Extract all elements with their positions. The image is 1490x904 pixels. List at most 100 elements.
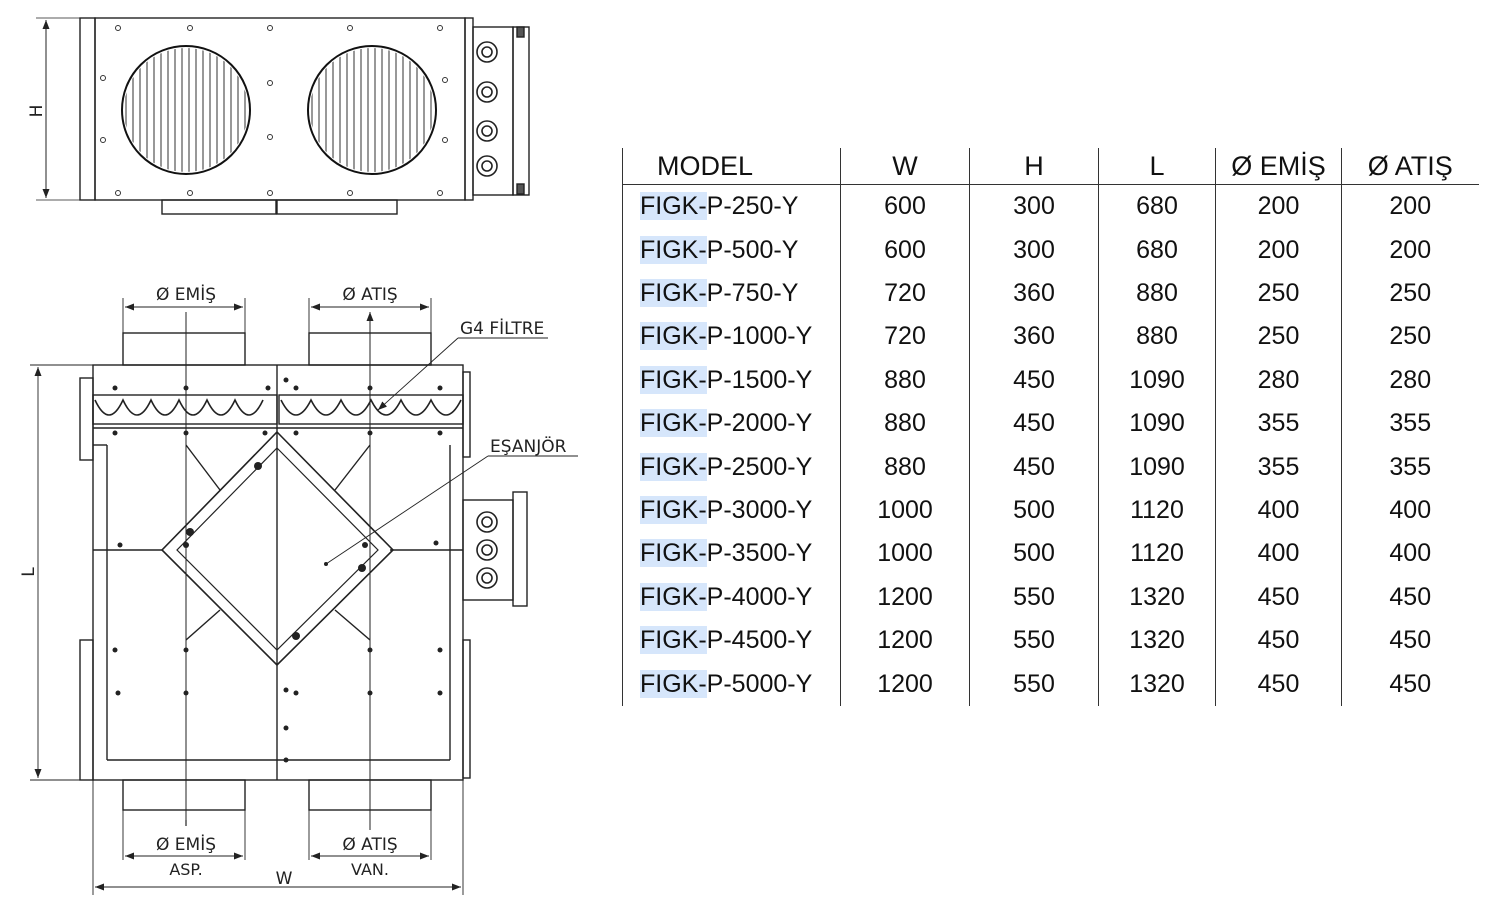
model-prefix: FIGK- xyxy=(640,192,707,221)
atis-cell: 450 xyxy=(1341,662,1479,706)
emis-cell: 450 xyxy=(1215,619,1342,663)
height-cell: 550 xyxy=(969,575,1099,620)
width-cell: 880 xyxy=(840,358,970,403)
exchanger-label: EŞANJÖR xyxy=(490,435,567,457)
length-dim xyxy=(30,364,93,781)
model-prefix: FIGK- xyxy=(640,496,707,525)
model-cell: FIGK-P-2500-Y xyxy=(622,445,841,489)
emis-cell: 355 xyxy=(1215,402,1342,446)
width-cell: 1200 xyxy=(840,575,970,620)
width-dim xyxy=(92,780,464,895)
height-cell: 450 xyxy=(969,358,1099,403)
length-cell: 1320 xyxy=(1098,662,1216,706)
fan-grille-left xyxy=(121,45,251,175)
airflow-arrows xyxy=(185,312,374,830)
emis-cell: 250 xyxy=(1215,315,1342,359)
emis-cell: 450 xyxy=(1215,662,1342,706)
model-cell: FIGK-P-500-Y xyxy=(622,228,841,272)
model-suffix: P-4500-Y xyxy=(706,626,813,655)
emis-cell: 250 xyxy=(1215,271,1342,316)
model-prefix: FIGK- xyxy=(640,626,707,655)
leader-lines xyxy=(325,337,578,565)
height-cell: 450 xyxy=(969,445,1099,489)
height-cell: 550 xyxy=(969,619,1099,663)
model-suffix: P-750-Y xyxy=(706,279,799,308)
model-suffix: P-1000-Y xyxy=(706,322,813,351)
height-cell: 360 xyxy=(969,315,1099,359)
model-prefix: FIGK- xyxy=(640,669,707,698)
technical-drawing: H xyxy=(19,17,578,895)
height-cell: 360 xyxy=(969,271,1099,316)
header-h: H xyxy=(969,148,1099,185)
header-l: L xyxy=(1098,148,1216,185)
length-cell: 1320 xyxy=(1098,619,1216,663)
atis-cell: 400 xyxy=(1341,532,1479,576)
model-suffix: P-250-Y xyxy=(706,192,799,221)
model-suffix: P-3500-Y xyxy=(706,539,813,568)
emis-cell: 200 xyxy=(1215,228,1342,272)
width-cell: 880 xyxy=(840,402,970,446)
length-cell: 880 xyxy=(1098,271,1216,316)
width-cell: 720 xyxy=(840,315,970,359)
front-view xyxy=(36,17,530,215)
width-dim-label: W xyxy=(276,869,293,889)
atis-top-label: Ø ATIŞ xyxy=(342,285,397,305)
width-cell: 1000 xyxy=(840,532,970,576)
model-cell: FIGK-P-1000-Y xyxy=(622,315,841,359)
height-cell: 300 xyxy=(969,228,1099,272)
emis-bottom-label: Ø EMİŞ xyxy=(156,834,216,855)
emis-cell: 400 xyxy=(1215,488,1342,533)
header-emis: Ø EMİŞ xyxy=(1215,148,1342,185)
model-suffix: P-2500-Y xyxy=(706,452,813,481)
width-cell: 600 xyxy=(840,184,970,229)
length-cell: 880 xyxy=(1098,315,1216,359)
front-view-screws xyxy=(100,25,448,196)
model-prefix: FIGK- xyxy=(640,409,707,438)
length-cell: 1090 xyxy=(1098,402,1216,446)
model-prefix: FIGK- xyxy=(640,365,707,394)
model-cell: FIGK-P-4500-Y xyxy=(622,619,841,663)
atis-cell: 450 xyxy=(1341,619,1479,663)
emis-cell: 400 xyxy=(1215,532,1342,576)
atis-cell: 355 xyxy=(1341,445,1479,489)
width-cell: 600 xyxy=(840,228,970,272)
plan-view-pipe-ports xyxy=(476,511,498,589)
model-cell: FIGK-P-250-Y xyxy=(622,184,841,229)
height-cell: 450 xyxy=(969,402,1099,446)
model-prefix: FIGK- xyxy=(640,235,707,264)
atis-cell: 400 xyxy=(1341,488,1479,533)
atis-cell: 355 xyxy=(1341,402,1479,446)
model-cell: FIGK-P-3500-Y xyxy=(622,532,841,576)
width-cell: 1200 xyxy=(840,662,970,706)
length-cell: 1090 xyxy=(1098,445,1216,489)
header-w: W xyxy=(840,148,970,185)
model-prefix: FIGK- xyxy=(640,582,707,611)
model-cell: FIGK-P-1500-Y xyxy=(622,358,841,403)
height-cell: 500 xyxy=(969,488,1099,533)
emis-top-label: Ø EMİŞ xyxy=(156,284,216,305)
emis-cell: 280 xyxy=(1215,358,1342,403)
width-cell: 720 xyxy=(840,271,970,316)
atis-cell: 250 xyxy=(1341,271,1479,316)
emis-cell: 355 xyxy=(1215,445,1342,489)
width-cell: 1200 xyxy=(840,619,970,663)
model-cell: FIGK-P-5000-Y xyxy=(622,662,841,706)
van-label: VAN. xyxy=(351,860,389,879)
emis-cell: 200 xyxy=(1215,184,1342,229)
filter-label: G4 FİLTRE xyxy=(460,318,544,339)
atis-cell: 280 xyxy=(1341,358,1479,403)
height-cell: 550 xyxy=(969,662,1099,706)
table-header-row: MODEL W H L Ø EMİŞ Ø ATIŞ xyxy=(622,148,1479,185)
atis-cell: 200 xyxy=(1341,228,1479,272)
length-cell: 680 xyxy=(1098,184,1216,229)
